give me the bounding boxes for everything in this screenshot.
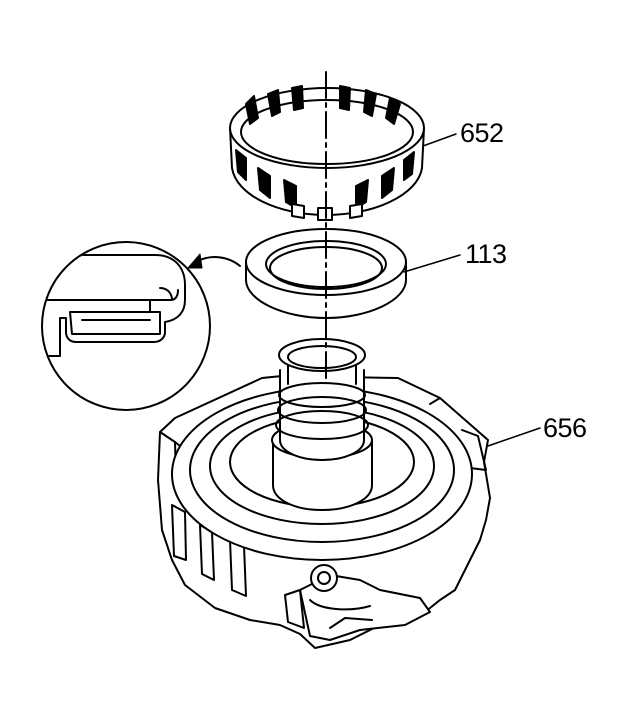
center-hub [271, 338, 373, 511]
leader-656 [487, 427, 541, 447]
leader-652 [422, 133, 457, 147]
detail-arrow [195, 256, 241, 267]
detail-arrow-head [187, 253, 203, 269]
callout-113: 113 [465, 239, 507, 269]
detail-magnifier [41, 241, 241, 411]
leader-113 [403, 254, 461, 273]
callout-656: 656 [543, 413, 587, 443]
leader-lines [403, 133, 541, 447]
callout-652: 652 [460, 118, 504, 148]
